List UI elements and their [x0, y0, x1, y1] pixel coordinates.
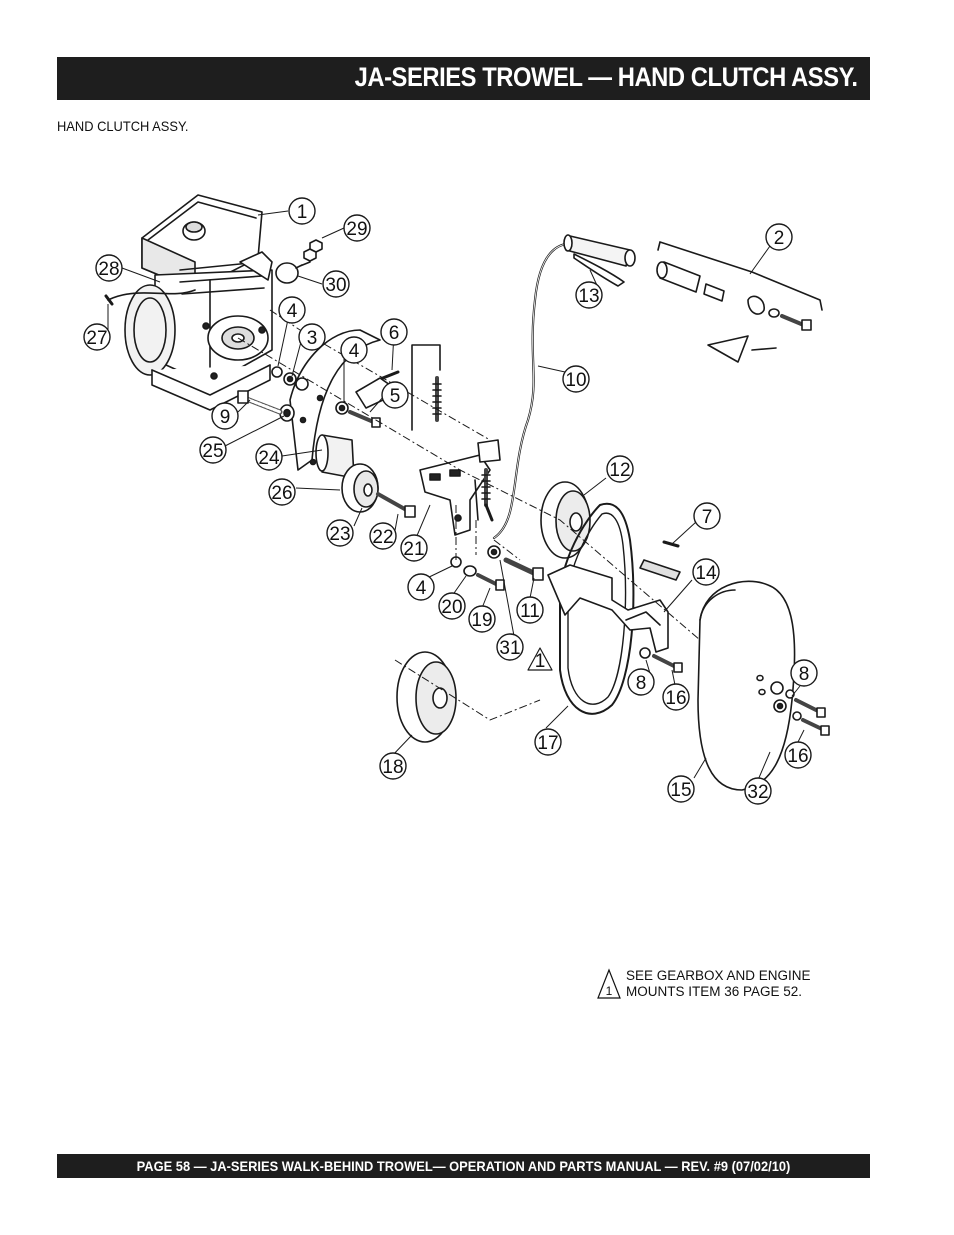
svg-text:21: 21: [403, 539, 424, 560]
callout-30: 30: [322, 270, 350, 298]
callout-5: 5: [381, 381, 409, 409]
callout-4c: 4: [407, 573, 435, 601]
header-bar: JA-SERIES TROWEL — HAND CLUTCH ASSY.: [57, 57, 870, 100]
svg-text:4: 4: [416, 578, 427, 599]
svg-text:3: 3: [307, 328, 318, 349]
svg-text:13: 13: [578, 286, 599, 307]
svg-text:14: 14: [695, 563, 717, 584]
callout-12: 12: [606, 455, 634, 483]
callout-21: 21: [400, 534, 428, 562]
svg-text:32: 32: [747, 782, 768, 803]
callout-27: 27: [83, 323, 111, 351]
callout-25: 25: [199, 436, 227, 464]
svg-text:31: 31: [499, 638, 520, 659]
callout-22: 22: [369, 522, 397, 550]
callout-29: 29: [343, 214, 371, 242]
svg-text:17: 17: [537, 733, 558, 754]
callout-7: 7: [693, 502, 721, 530]
footnote: 1 SEE GEARBOX AND ENGINE MOUNTS ITEM 36 …: [596, 966, 856, 1006]
page-title: JA-SERIES TROWEL — HAND CLUTCH ASSY.: [355, 62, 858, 92]
svg-text:19: 19: [471, 610, 492, 631]
callout-20: 20: [438, 592, 466, 620]
callout-10: 10: [562, 365, 590, 393]
footnote-line-2: MOUNTS ITEM 36 PAGE 52.: [626, 984, 803, 999]
svg-text:26: 26: [271, 483, 292, 504]
svg-text:4: 4: [287, 301, 298, 322]
svg-text:23: 23: [329, 524, 350, 545]
callout-8b: 8: [790, 659, 818, 687]
callout-1: 1: [288, 197, 316, 225]
footnote-line-1: SEE GEARBOX AND ENGINE: [626, 968, 811, 983]
callout-17: 17: [534, 728, 562, 756]
callout-2: 2: [765, 223, 793, 251]
callout-3: 3: [298, 323, 326, 351]
svg-text:22: 22: [372, 527, 393, 548]
svg-text:15: 15: [670, 780, 691, 801]
callout-16a: 16: [662, 683, 690, 711]
svg-text:1: 1: [297, 202, 308, 223]
callout-28: 28: [95, 254, 123, 282]
footer-bar: PAGE 58 — JA-SERIES WALK-BEHIND TROWEL— …: [57, 1154, 870, 1178]
callout-23: 23: [326, 519, 354, 547]
warning-triangle-icon: 1: [597, 968, 621, 999]
callout-16b: 16: [784, 741, 812, 769]
callout-26: 26: [268, 478, 296, 506]
svg-text:8: 8: [799, 664, 810, 685]
warning-marker-label: 1: [535, 651, 546, 672]
callout-4a: 4: [278, 296, 306, 324]
svg-text:5: 5: [390, 386, 401, 407]
svg-text:29: 29: [346, 219, 367, 240]
svg-text:27: 27: [86, 328, 107, 349]
svg-text:7: 7: [702, 507, 713, 528]
svg-text:16: 16: [665, 688, 686, 709]
svg-text:25: 25: [202, 441, 223, 462]
svg-text:1: 1: [606, 984, 613, 998]
svg-text:4: 4: [349, 341, 360, 362]
callout-19: 19: [468, 605, 496, 633]
callout-11: 11: [516, 596, 544, 624]
svg-text:8: 8: [636, 673, 647, 694]
svg-text:6: 6: [389, 323, 400, 344]
callout-15: 15: [667, 775, 695, 803]
svg-text:11: 11: [520, 601, 540, 622]
svg-text:2: 2: [774, 228, 785, 249]
svg-text:16: 16: [787, 746, 808, 767]
footnote-text: SEE GEARBOX AND ENGINE MOUNTS ITEM 36 PA…: [626, 968, 811, 1000]
callout-8a: 8: [627, 668, 655, 696]
callout-6: 6: [380, 318, 408, 346]
callout-group: 1 29 30 28 27 4 3 4 6 5 9 25 24 26 23 22…: [83, 197, 818, 805]
svg-text:18: 18: [382, 757, 403, 778]
engine-part: [124, 194, 273, 411]
callout-14: 14: [692, 558, 720, 586]
svg-text:12: 12: [609, 460, 630, 481]
svg-text:24: 24: [258, 448, 280, 469]
callout-13: 13: [575, 281, 603, 309]
callout-24: 24: [255, 443, 283, 471]
svg-text:10: 10: [565, 370, 586, 391]
svg-text:20: 20: [441, 597, 462, 618]
svg-text:30: 30: [325, 275, 346, 296]
svg-text:9: 9: [220, 407, 231, 428]
section-label: HAND CLUTCH ASSY.: [57, 118, 189, 134]
callout-32: 32: [744, 777, 772, 805]
footer-text: PAGE 58 — JA-SERIES WALK-BEHIND TROWEL— …: [136, 1158, 791, 1174]
callout-9: 9: [211, 402, 239, 430]
callout-18: 18: [379, 752, 407, 780]
callout-4b: 4: [340, 336, 368, 364]
svg-text:28: 28: [98, 259, 119, 280]
callout-31: 31: [496, 633, 524, 661]
